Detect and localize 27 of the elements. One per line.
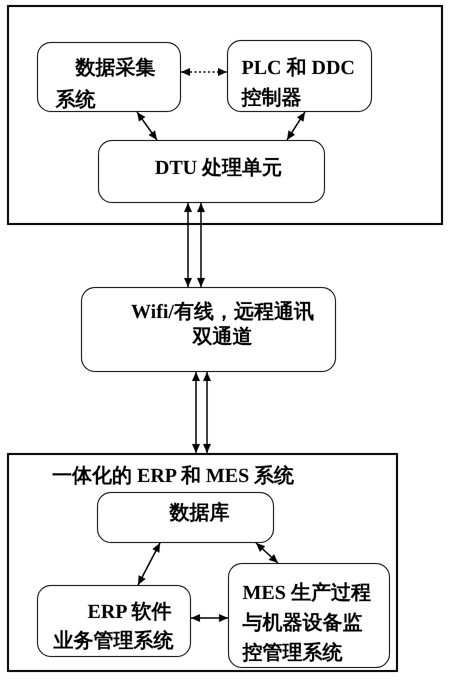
node-text: DTU 处理单元	[154, 156, 282, 180]
double-arrow	[181, 68, 227, 76]
rounded-box	[81, 287, 336, 372]
double-arrow	[197, 203, 205, 287]
node-text: 数据采集系统	[56, 56, 156, 112]
double-arrow	[286, 112, 306, 140]
group-frame	[7, 5, 443, 225]
group-frame	[7, 453, 398, 672]
group-title: 一体化的 ERP 和 MES 系统	[52, 464, 294, 488]
node-text: PLC 和 DDC控制器	[242, 56, 356, 110]
double-arrow	[136, 112, 158, 140]
node-text: Wifi/有线，远程通讯双通道	[130, 300, 315, 350]
rounded-box	[37, 585, 191, 657]
rounded-box	[98, 140, 325, 203]
double-arrow	[256, 542, 278, 564]
rounded-box	[227, 40, 372, 112]
node-text: MES 生产过程与机器设备监控管理系统	[242, 580, 372, 666]
double-arrow	[191, 614, 228, 622]
rounded-box	[228, 563, 390, 668]
double-arrow	[203, 372, 211, 453]
node-text: ERP 软件业务管理系统	[54, 600, 174, 654]
double-arrow	[137, 542, 161, 586]
double-arrow	[192, 372, 200, 453]
rounded-box	[37, 42, 181, 112]
rounded-box	[97, 492, 274, 543]
double-arrow	[184, 203, 192, 287]
node-text: 数据库	[170, 500, 230, 524]
